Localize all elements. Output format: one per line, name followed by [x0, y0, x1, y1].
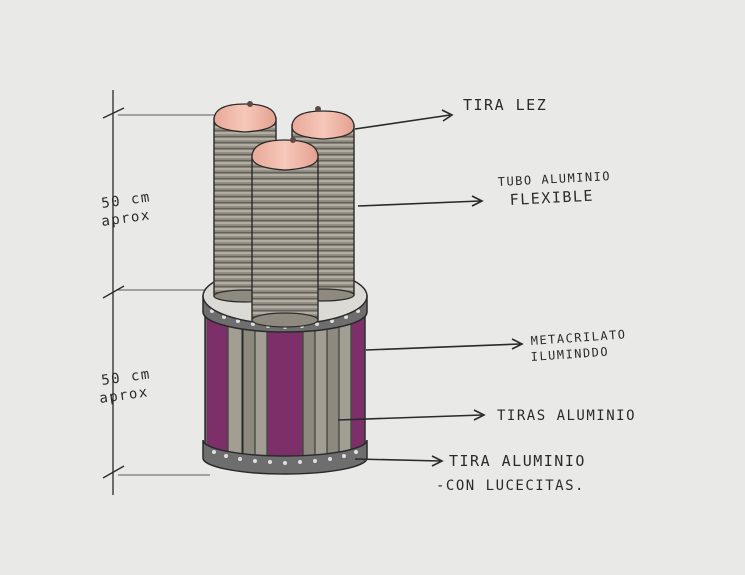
led-cap [291, 110, 355, 140]
led-cap [213, 103, 277, 133]
label-tira-aluminio-line1: TIRA ALUMINIO [449, 452, 586, 470]
dimension-guide [102, 90, 215, 495]
acrylic-panel [352, 318, 364, 456]
label-tiras-aluminio: TIRAS ALUMINIO [497, 408, 636, 424]
label-metacrilato-line2: ILUMINDDO [530, 345, 609, 364]
led-cap [251, 139, 319, 171]
flexible-tube-center [251, 137, 319, 328]
bottom-rim [202, 439, 368, 475]
label-metacrilato-line1: METACRILATO [530, 327, 627, 348]
rim-lights [212, 450, 358, 465]
label-tira-aluminio-line2: -CON LUCECITAS. [436, 478, 585, 494]
label-tubo-line1: TUBO ALUMINIO [497, 169, 611, 189]
upper-dimension-value: 50 cm [100, 189, 151, 212]
label-tubo-line2: FLEXIBLE [509, 187, 594, 209]
upper-dimension-note: aprox [100, 207, 151, 230]
acrylic-panel [207, 318, 227, 456]
label-tira-led: TIRA LEZ [463, 96, 547, 114]
lower-dimension-note: aprox [98, 384, 149, 407]
lower-dimension-value: 50 cm [100, 366, 151, 389]
leader-arrows [337, 109, 524, 467]
acrylic-panel [268, 320, 302, 458]
